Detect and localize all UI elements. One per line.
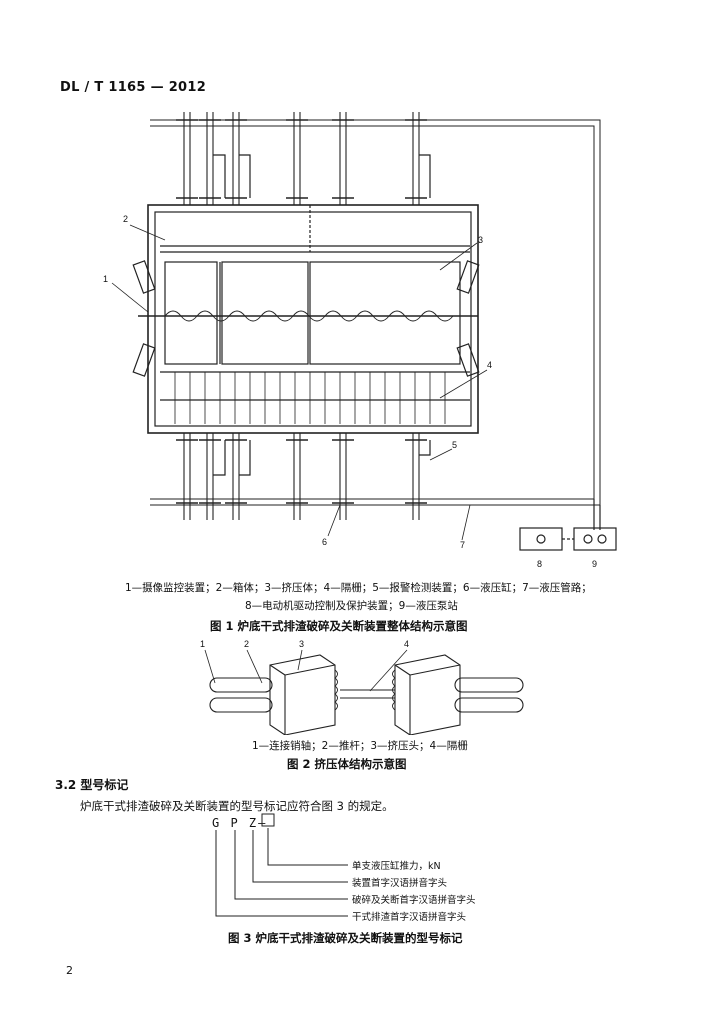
figure3-caption: 图 3 炉底干式排渣破碎及关断装置的型号标记 — [228, 931, 463, 945]
fig2-callout-4: 4 — [404, 639, 409, 649]
fig1-callout-6: 6 — [322, 537, 327, 547]
fig1-callout-2: 2 — [123, 214, 128, 224]
figure1-caption: 图 1 炉底干式排渣破碎及关断装置整体结构示意图 — [210, 619, 468, 633]
fig1-callout-7: 7 — [460, 540, 465, 550]
figure2-drawing: 1 2 3 4 — [200, 639, 524, 735]
fig1-callout-3: 3 — [478, 235, 483, 245]
fig1-callout-4: 4 — [487, 360, 492, 370]
section-paragraph: 炉底干式排渣破碎及关断装置的型号标记应符合图 3 的规定。 — [80, 799, 394, 813]
figure1-legend-line2: 8—电动机驱动控制及保护装置；9—液压泵站 — [245, 600, 458, 612]
section-heading: 3.2 型号标记 — [55, 778, 129, 792]
figure1-legend-line1: 1—摄像监控装置；2—箱体；3—挤压体；4—隔栅；5—报警检测装置；6—液压缸；… — [125, 582, 592, 594]
fig1-callout-9: 9 — [592, 559, 597, 569]
fig1-callout-8: 8 — [537, 559, 542, 569]
model-label-device: 装置首字汉语拼音字头 — [352, 878, 448, 889]
model-label-crushing: 破碎及关断首字汉语拼音字头 — [352, 895, 476, 906]
page-number: 2 — [66, 964, 73, 977]
model-label-thrust: 单支液压缸推力，kN — [352, 861, 441, 872]
figure2-caption: 图 2 挤压体结构示意图 — [287, 757, 407, 771]
model-label-dry-slag: 干式排渣首字汉语拼音字头 — [352, 912, 467, 923]
figure1-drawing: 2 1 3 4 5 6 7 8 9 — [103, 112, 617, 569]
standard-code-header: DL / T 1165 — 2012 — [60, 80, 207, 95]
figure2-legend: 1—连接销轴；2—推杆；3—挤压头；4—隔栅 — [252, 740, 468, 752]
fig1-callout-1: 1 — [103, 274, 108, 284]
fig2-callout-2: 2 — [244, 639, 249, 649]
fig2-callout-1: 1 — [200, 639, 205, 649]
figure3-drawing — [215, 813, 348, 917]
model-code: G P Z— — [212, 816, 268, 830]
fig2-callout-3: 3 — [299, 639, 304, 649]
fig1-callout-5: 5 — [452, 440, 457, 450]
